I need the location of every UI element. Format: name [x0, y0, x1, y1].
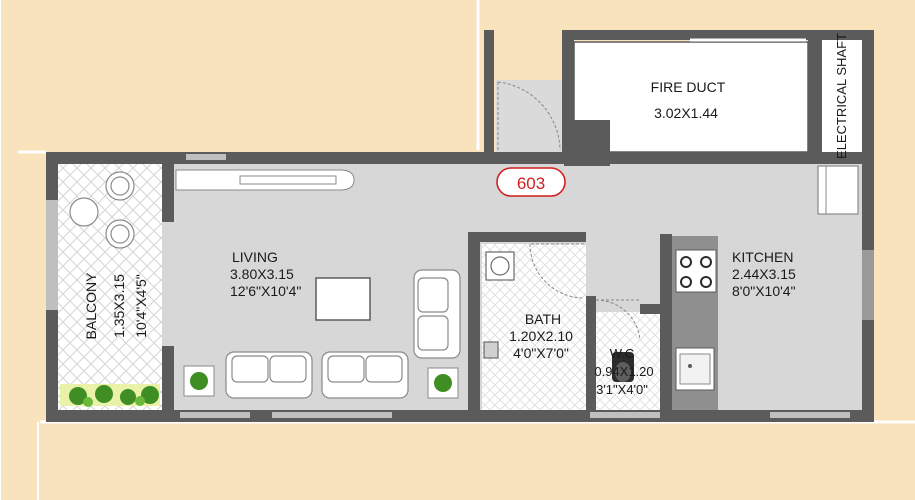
fire-duct-label: FIRE DUCT — [651, 79, 726, 95]
wc-door-swing — [595, 299, 641, 341]
plant-icon — [60, 384, 160, 407]
unit-number: 603 — [517, 174, 545, 193]
unit-badge: 603 — [496, 167, 566, 197]
wc-label: W.C — [610, 346, 635, 361]
bath-fixtures — [483, 251, 515, 359]
fire-duct-dimensions: 3.02X1.44 — [654, 105, 718, 121]
electrical-shaft-floor — [822, 40, 862, 152]
balcony-dimensions-imperial: 10'4"X4'5" — [133, 274, 149, 338]
sofa — [225, 269, 461, 399]
balcony-furniture — [69, 171, 135, 249]
coffee-table — [315, 277, 371, 321]
entry-door-swing — [497, 81, 561, 152]
kitchen-dimensions-imperial: 8'0"X10'4" — [732, 283, 796, 299]
living-dimensions-metric: 3.80X3.15 — [230, 266, 294, 282]
balcony-dimensions-metric: 1.35X3.15 — [111, 274, 127, 338]
bath-label: BATH — [525, 311, 561, 327]
electrical-shaft-label: ELECTRICAL SHAFT — [834, 33, 849, 159]
kitchen-dimensions-metric: 2.44X3.15 — [732, 266, 796, 282]
wc-dimensions-imperial: 3'1"X4'0" — [596, 382, 648, 397]
living-dimensions-imperial: 12'6"X10'4" — [230, 283, 301, 299]
kitchen-label: KITCHEN — [732, 249, 793, 265]
wc-fixture — [612, 352, 634, 382]
corridor-floor — [496, 80, 562, 166]
tv-screen — [239, 175, 337, 185]
potted-plant-icon — [183, 365, 459, 399]
kitchen-counter — [672, 236, 718, 410]
bath-dimensions-imperial: 4'0"X7'0" — [513, 345, 569, 361]
bath-dimensions-metric: 1.20X2.10 — [509, 328, 573, 344]
living-label: LIVING — [232, 249, 278, 265]
balcony-label: BALCONY — [83, 272, 99, 340]
fridge — [817, 165, 859, 215]
wc-dimensions-metric: 0.94X1.20 — [594, 364, 653, 379]
fire-duct-outline — [573, 41, 809, 153]
bath-door-swing — [529, 243, 585, 299]
windows — [46, 154, 874, 418]
fire-duct-floor — [574, 42, 810, 152]
